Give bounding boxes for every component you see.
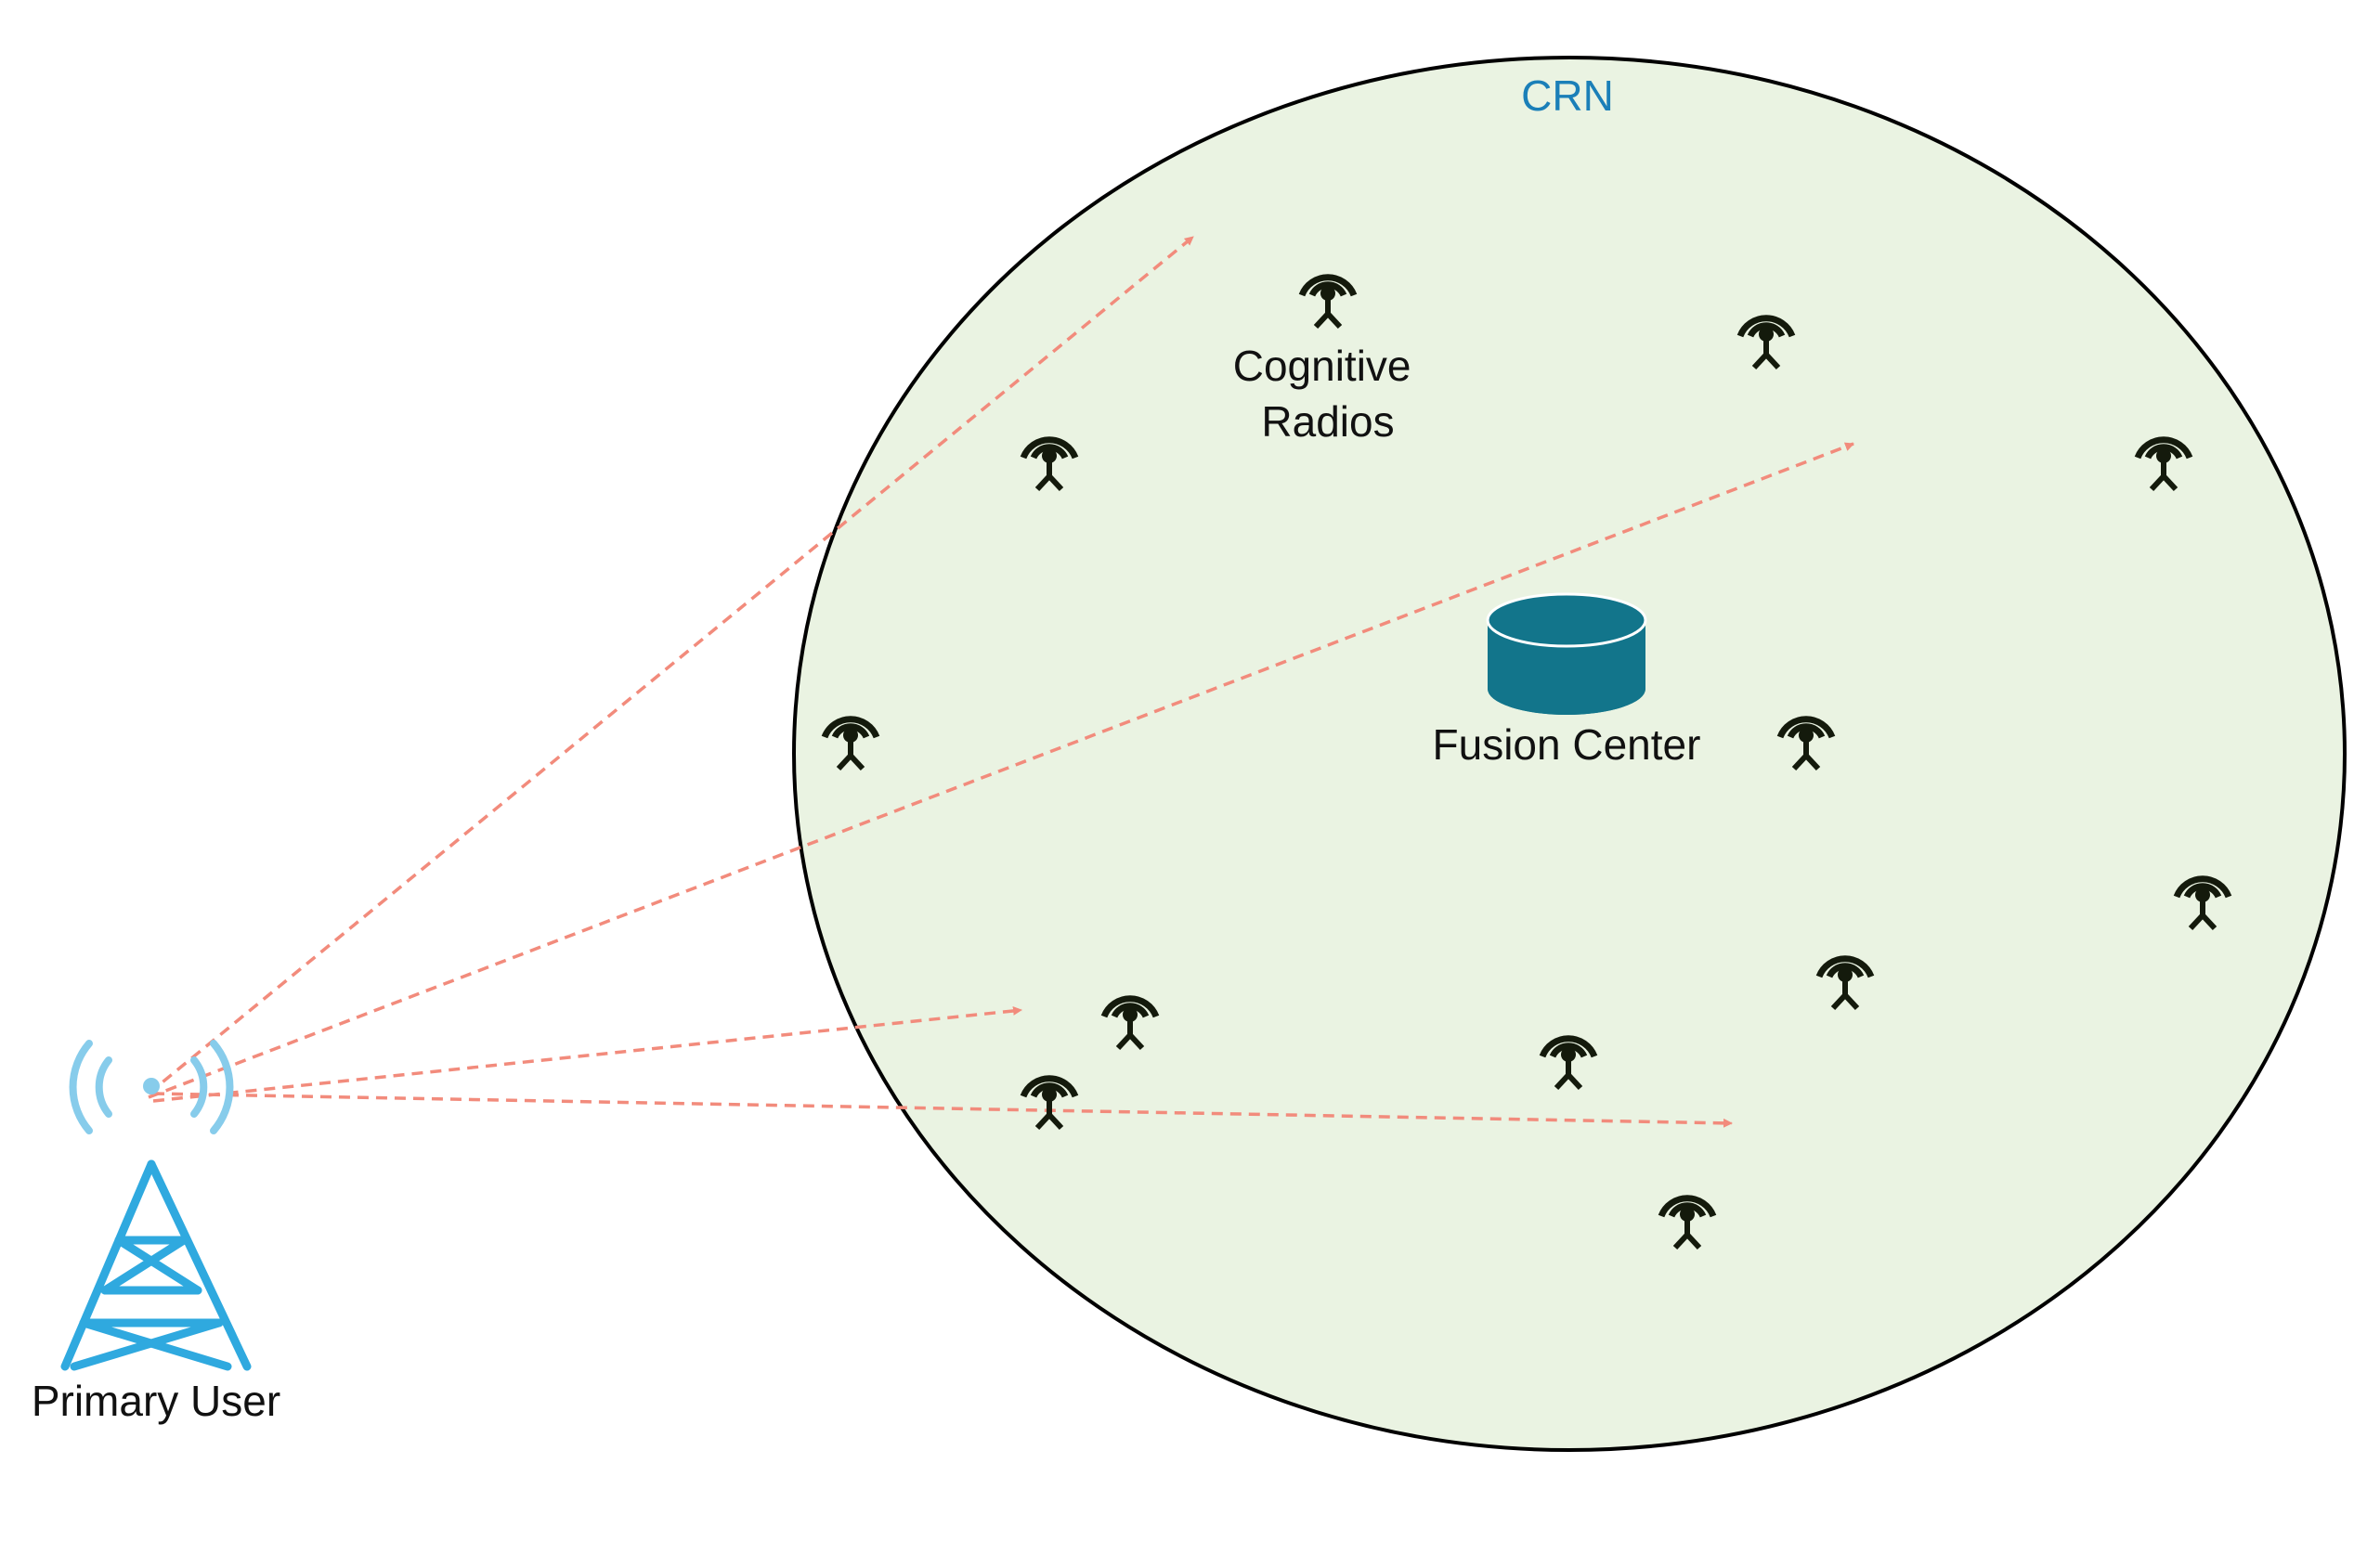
signal-arrow — [152, 1092, 1733, 1128]
signal-arrow — [147, 235, 1195, 1095]
crn-network-region — [792, 56, 2347, 1452]
signal-arrows — [147, 235, 1854, 1128]
cognitive-radios-label-line2: Radios — [1261, 397, 1394, 446]
cognitive-radios-label-line1: Cognitive — [1233, 342, 1411, 390]
cognitive-radios-label: Cognitive Radios — [1233, 342, 1424, 446]
fusion-center-icon — [1486, 592, 1647, 715]
signal-arrow — [152, 1005, 1022, 1103]
crn-label: CRN — [1521, 71, 1614, 120]
primary-user-label: Primary User — [32, 1377, 280, 1425]
signal-arrow — [148, 442, 1854, 1099]
primary-user-tower-icon — [60, 1040, 252, 1371]
fusion-center-label: Fusion Center — [1433, 720, 1701, 769]
